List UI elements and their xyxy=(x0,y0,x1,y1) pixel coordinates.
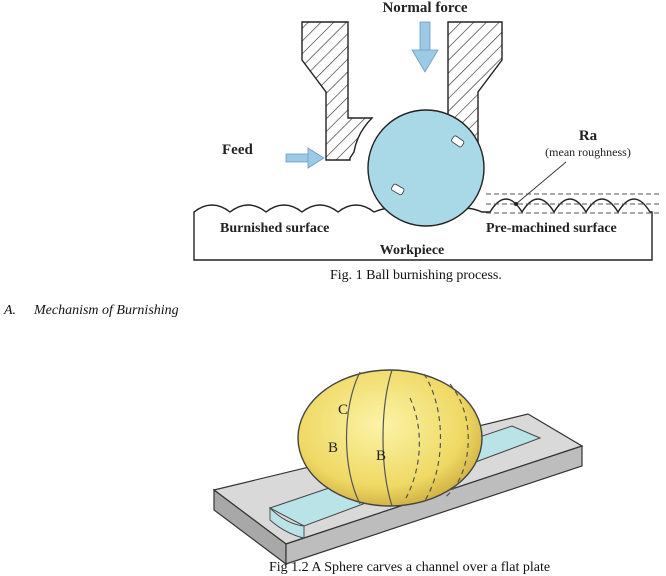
ra-label: Ra xyxy=(579,128,598,144)
ra-leader-dot xyxy=(514,202,518,206)
label-b-right: B xyxy=(376,448,386,464)
premachined-surface-label: Pre-machined surface xyxy=(486,221,617,236)
plate-right-side xyxy=(285,445,583,565)
tool-holder-left xyxy=(301,21,374,161)
sphere-channel-diagram: C B B xyxy=(212,369,584,566)
label-b-left: B xyxy=(328,440,338,456)
ball-highlight-top xyxy=(451,135,465,148)
burnishing-ball xyxy=(367,109,485,227)
figure-2-caption: Fig 1.2 A Sphere carves a channel over a… xyxy=(269,560,551,575)
workpiece-label: Workpiece xyxy=(380,243,445,258)
channel-end-cut xyxy=(269,506,305,539)
sphere-meridians xyxy=(345,369,469,507)
ball-burnishing-diagram: Normal force Feed Ra (mean roughness) Bu… xyxy=(193,0,660,261)
feed-arrow xyxy=(285,147,325,169)
burnished-surface-label: Burnished surface xyxy=(220,221,329,236)
figure-1-caption: Fig. 1 Ball burnishing process. xyxy=(330,268,502,283)
ball-highlight-bottom xyxy=(391,183,405,196)
ra-leader-line xyxy=(515,161,567,205)
feed-label: Feed xyxy=(222,142,253,158)
label-c: C xyxy=(338,402,348,418)
normal-force-arrow xyxy=(411,21,439,73)
section-title: Mechanism of Burnishing xyxy=(34,303,179,318)
normal-force-label: Normal force xyxy=(382,0,467,16)
sphere xyxy=(297,369,483,507)
section-heading: A. Mechanism of Burnishing xyxy=(4,303,179,319)
section-number: A. xyxy=(4,303,17,318)
mean-roughness-label: (mean roughness) xyxy=(545,145,631,159)
